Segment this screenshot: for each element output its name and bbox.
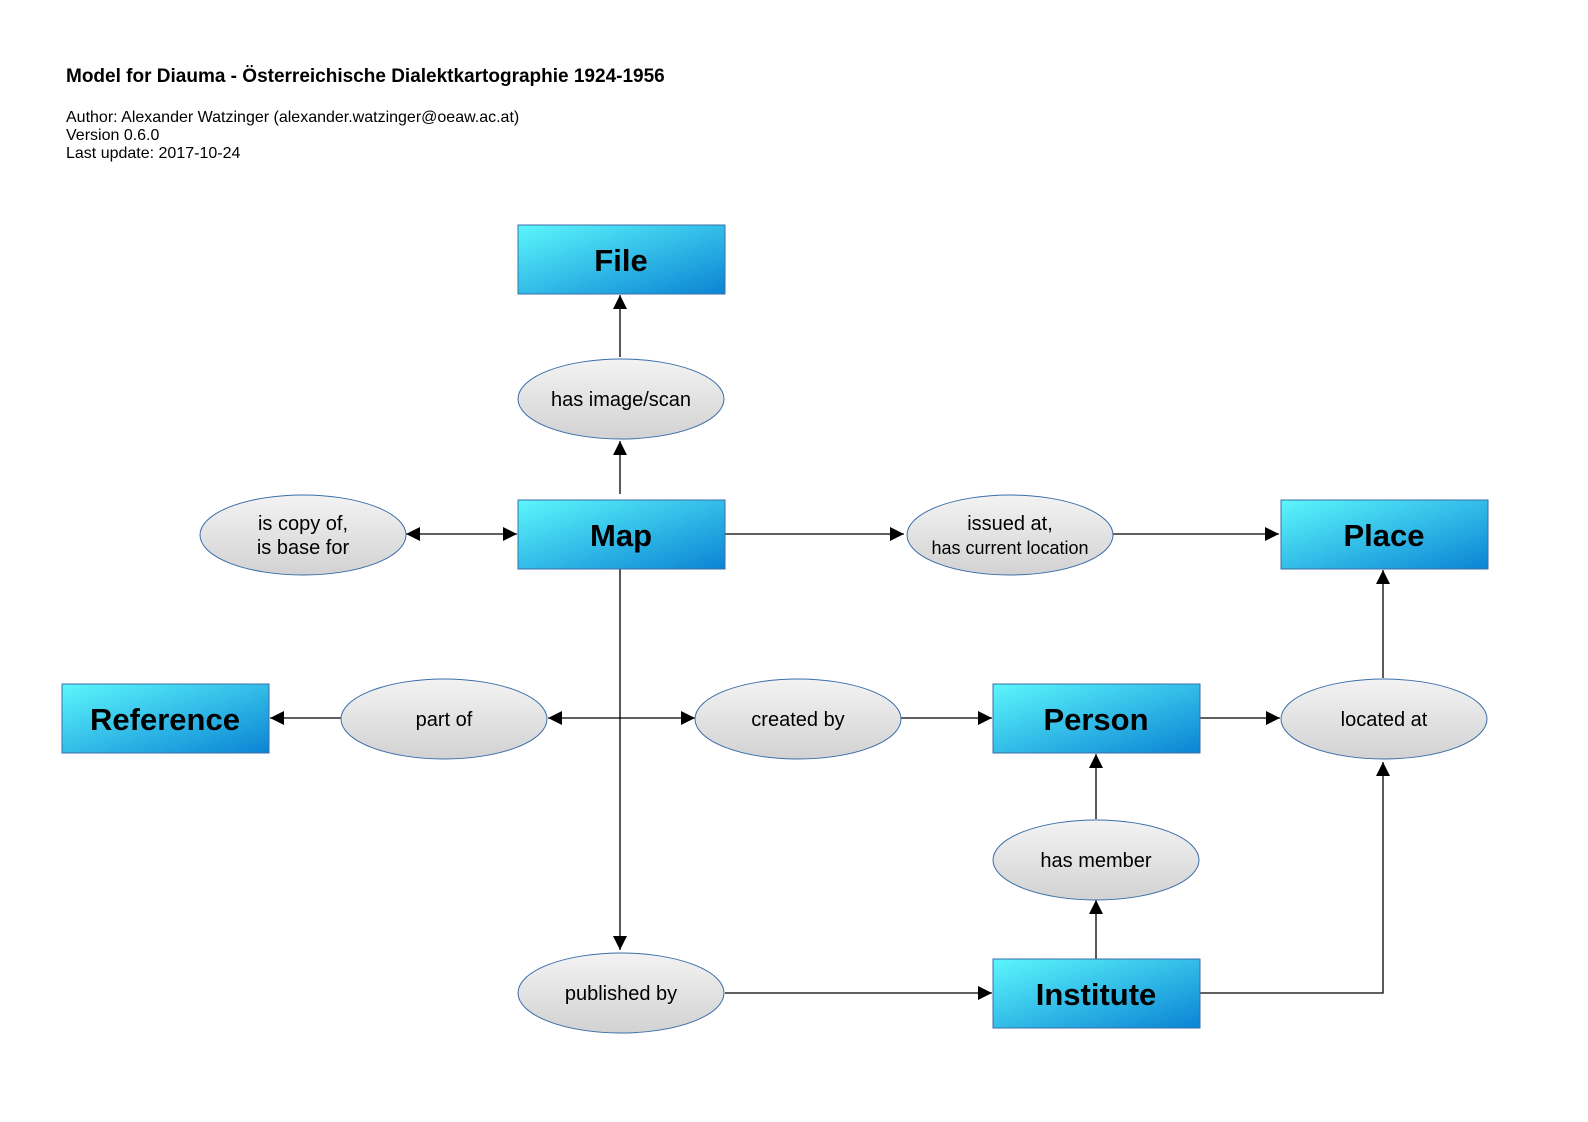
entity-map: Map bbox=[517, 499, 726, 570]
entity-file-label: File bbox=[594, 243, 647, 278]
relation-has-image: has image/scan bbox=[517, 358, 725, 440]
last-update-line: Last update: 2017-10-24 bbox=[66, 145, 241, 162]
entity-place-label: Place bbox=[1343, 518, 1424, 553]
entity-reference-label: Reference bbox=[90, 702, 240, 737]
relation-is-base-for-label: is base for bbox=[257, 537, 350, 559]
relation-located-at: located at bbox=[1280, 678, 1488, 760]
entity-file: File bbox=[517, 224, 726, 295]
relation-issued-at-label: issued at, bbox=[967, 513, 1053, 535]
author-line: Author: Alexander Watzinger (alexander.w… bbox=[66, 109, 520, 126]
relation-located-at-label: located at bbox=[1341, 709, 1428, 731]
diagram-meta: Author: Alexander Watzinger (alexander.w… bbox=[66, 109, 665, 163]
relation-has-member-label: has member bbox=[1040, 850, 1151, 872]
relation-issued-at: issued at, has current location bbox=[906, 494, 1114, 576]
diagram-header: Model for Diauma - Österreichische Diale… bbox=[66, 64, 665, 163]
entity-person-label: Person bbox=[1043, 702, 1148, 737]
entity-reference: Reference bbox=[61, 683, 270, 754]
relation-published-by: published by bbox=[517, 952, 725, 1034]
relation-created-by-label: created by bbox=[751, 709, 844, 731]
relation-is-copy-of: is copy of, is base for bbox=[199, 494, 407, 576]
edge-institute-to-located-at bbox=[1199, 762, 1390, 994]
relation-has-image-label: has image/scan bbox=[551, 389, 691, 411]
edges bbox=[270, 295, 1390, 1000]
relation-is-copy-of-label: is copy of, bbox=[258, 513, 348, 535]
relation-has-current-location-label: has current location bbox=[931, 538, 1088, 558]
entity-person: Person bbox=[992, 683, 1201, 754]
relation-created-by: created by bbox=[694, 678, 902, 760]
relation-published-by-label: published by bbox=[565, 983, 677, 1005]
relation-has-member: has member bbox=[992, 819, 1200, 901]
entity-institute: Institute bbox=[992, 958, 1201, 1029]
relation-part-of: part of bbox=[340, 678, 548, 760]
entity-map-label: Map bbox=[590, 518, 652, 553]
entity-institute-label: Institute bbox=[1036, 977, 1157, 1012]
entity-place: Place bbox=[1280, 499, 1489, 570]
relation-part-of-label: part of bbox=[416, 709, 473, 731]
diagram-title: Model for Diauma - Österreichische Diale… bbox=[66, 66, 665, 87]
version-line: Version 0.6.0 bbox=[66, 127, 160, 144]
